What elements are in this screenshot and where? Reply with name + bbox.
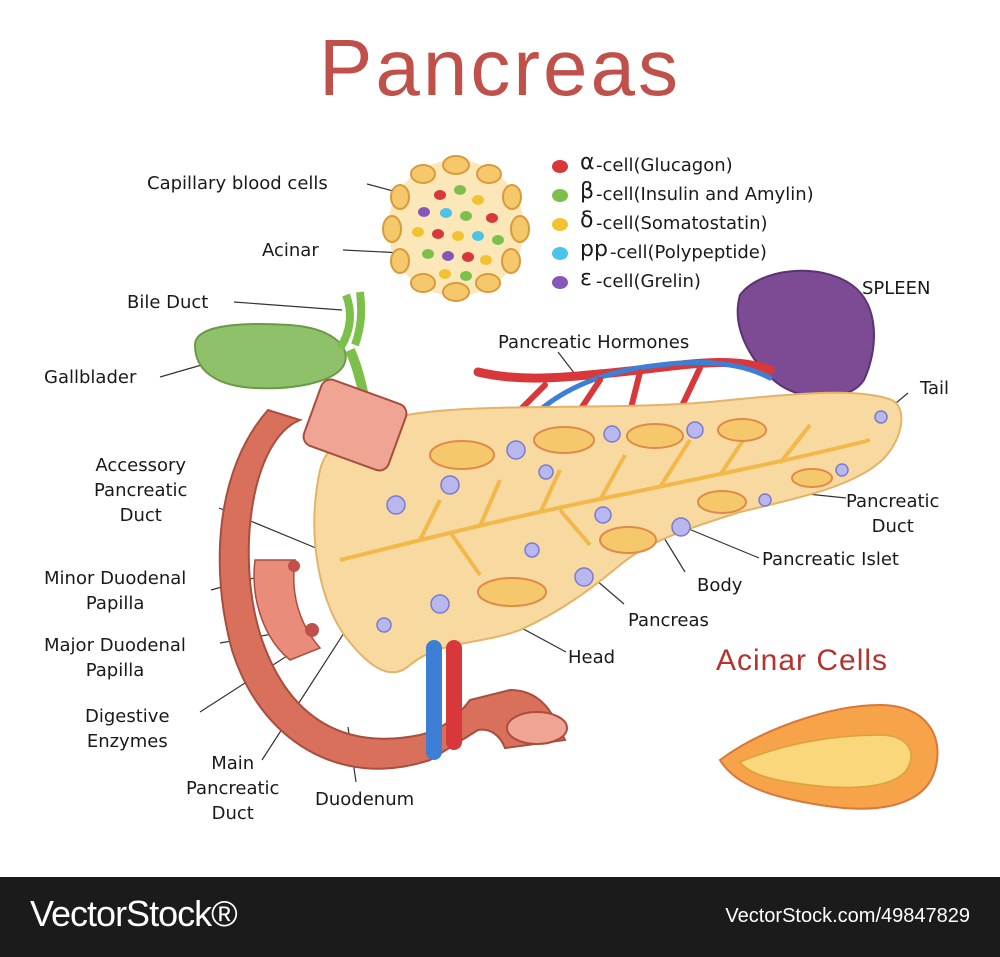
legend-text: -cell(Somatostatin) xyxy=(596,213,768,234)
label-acinar: Acinar xyxy=(262,240,319,261)
label-main-pancreatic-duct: Main Pancreatic Duct xyxy=(186,753,280,824)
vectorstock-logo[interactable]: VectorStock® xyxy=(30,893,238,934)
legend-text: -cell(Insulin and Amylin) xyxy=(596,184,814,205)
label-pancreatic-hormones: Pancreatic Hormones xyxy=(498,332,690,353)
label-gallbladder: Gallblader xyxy=(44,367,137,388)
yellow-cell-icon xyxy=(552,218,568,231)
label-spleen: SPLEEN xyxy=(862,278,931,299)
label-duodenum: Duodenum xyxy=(315,789,415,810)
acinar-cells-illustration xyxy=(718,703,939,810)
purple-cell-icon xyxy=(552,276,568,289)
duodenum-illustration xyxy=(218,378,568,770)
legend-item: α -cell(Glucagon) xyxy=(552,150,892,181)
legend-text: -cell(Grelin) xyxy=(596,271,701,292)
red-cell-icon xyxy=(552,160,568,173)
blood-vessels-illustration xyxy=(473,357,775,415)
page-title: Pancreas xyxy=(319,23,681,112)
label-body: Body xyxy=(697,575,743,596)
label-head: Head xyxy=(568,647,616,668)
green-cell-icon xyxy=(552,189,568,202)
pancreas-anatomy-diagram xyxy=(159,155,939,810)
label-major-duodenal-papilla: Major Duodenal Papilla xyxy=(44,635,186,681)
legend-text: -cell(Glucagon) xyxy=(596,155,733,176)
cell-type-legend: α -cell(Glucagon) β -cell(Insulin and Am… xyxy=(552,150,892,297)
label-minor-duodenal-papilla: Minor Duodenal Papilla xyxy=(44,568,187,614)
footer-bar: VectorStock® VectorStock.com/49847829 xyxy=(0,877,1000,957)
label-digestive-enzymes: Digestive Enzymes xyxy=(85,706,170,752)
legend-greek: pp xyxy=(580,237,608,262)
label-tail: Tail xyxy=(920,378,950,399)
legend-item: β -cell(Insulin and Amylin) xyxy=(552,179,892,210)
legend-item: δ -cell(Somatostatin) xyxy=(552,208,892,239)
label-pancreatic-duct: Pancreatic Duct xyxy=(846,491,940,537)
blue-cell-icon xyxy=(552,247,568,260)
label-pancreatic-islet: Pancreatic Islet xyxy=(762,549,899,570)
mesenteric-vessels-illustration xyxy=(426,640,462,760)
acinar-cells-title: Acinar Cells xyxy=(716,644,889,677)
image-id: VectorStock.com/49847829 xyxy=(725,905,970,927)
legend-greek: ε xyxy=(580,266,592,291)
label-capillary-blood-cells: Capillary blood cells xyxy=(147,173,328,194)
label-bile-duct: Bile Duct xyxy=(127,292,209,313)
label-accessory-pancreatic-duct: Accessory Pancreatic Duct xyxy=(94,455,188,526)
legend-text: -cell(Polypeptide) xyxy=(610,242,767,263)
label-pancreas: Pancreas xyxy=(628,610,709,631)
legend-greek: β xyxy=(580,179,595,204)
legend-item: pp -cell(Polypeptide) xyxy=(552,237,892,268)
legend-item: ε -cell(Grelin) xyxy=(552,266,892,297)
legend-greek: α xyxy=(580,150,595,175)
legend-greek: δ xyxy=(580,208,594,233)
islet-cluster-illustration xyxy=(382,155,530,302)
pancreas-illustration xyxy=(313,391,903,674)
